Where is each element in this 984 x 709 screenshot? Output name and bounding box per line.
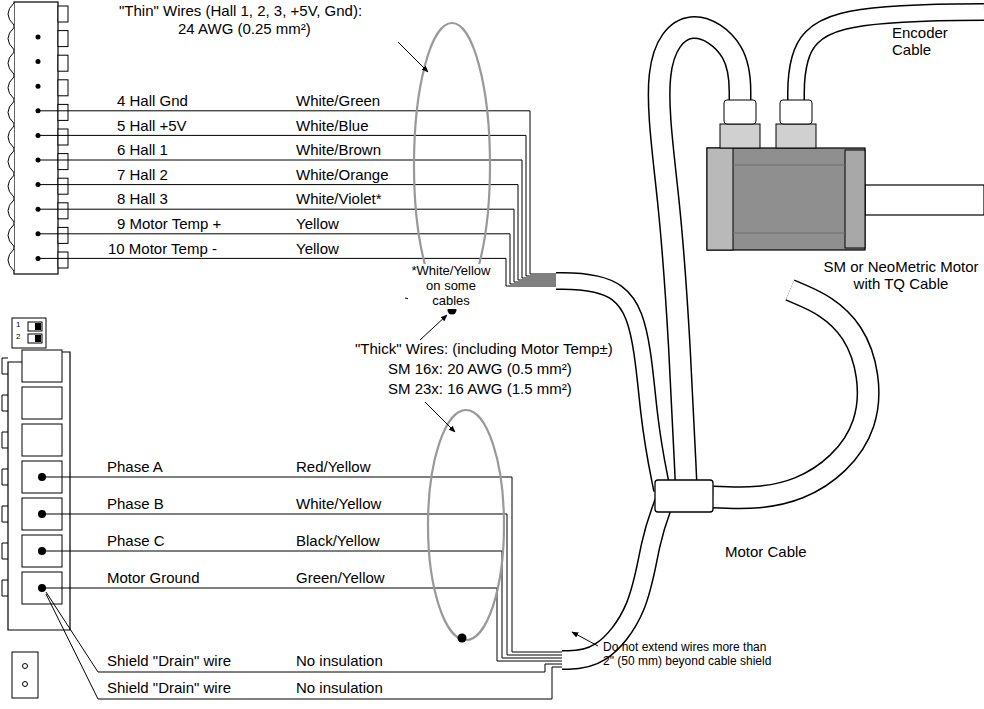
wire-color: White/Orange (296, 166, 389, 183)
pin-name: Phase A (107, 458, 163, 475)
part-name: SM or NeoMetric Motor with TQ Cable (822, 258, 980, 293)
switch-number: 2 (16, 332, 20, 341)
small-connector (12, 652, 38, 698)
callout-note: 24 AWG (0.25 mm²) (178, 20, 311, 37)
wire-color: Black/Yellow (296, 532, 380, 549)
wire-color: Yellow (296, 240, 339, 257)
part-name: Motor Cable (725, 543, 807, 560)
cable-junction (655, 480, 713, 512)
pin-name: 5 Hall +5V (117, 117, 187, 134)
pin-name: Phase B (107, 495, 164, 512)
wire-color: No insulation (296, 652, 383, 669)
wire-color: White/Green (296, 92, 380, 109)
switch-number: 1 (16, 320, 20, 329)
cables (556, 12, 984, 660)
pin-name: Motor Ground (107, 569, 200, 586)
wires (40, 111, 562, 699)
pin-name: 7 Hall 2 (117, 166, 168, 183)
pin-name: 10 Motor Temp - (108, 240, 217, 257)
wire-color: No insulation (296, 679, 383, 696)
pin-name: 6 Hall 1 (117, 141, 168, 158)
callout-note: Do not extend wires more than 2" (50 mm)… (603, 641, 775, 669)
wire-color: White/Blue (296, 117, 369, 134)
callout-note: "Thick" Wires: (including Motor Temp±) (355, 340, 613, 357)
wire-group-ring (428, 410, 504, 640)
terminal-block (14, 2, 58, 274)
callout-dot (458, 634, 467, 643)
motor (707, 100, 984, 250)
wire-color: White/Yellow (296, 495, 381, 512)
leader-line (398, 42, 428, 72)
pin-name: 8 Hall 3 (117, 190, 168, 207)
callout-note: "Thin" Wires (Hall 1, 2, 3, +5V, Gnd): (119, 2, 362, 19)
footnote: *White/Yellow on some cables (408, 264, 494, 309)
pin-name: Phase C (107, 532, 165, 549)
wire-color: Red/Yellow (296, 458, 371, 475)
pin-name: Shield "Drain" wire (107, 652, 231, 669)
pin-name: 4 Hall Gnd (117, 92, 188, 109)
wire-color: Yellow (296, 215, 339, 232)
callout-note: SM 16x: 20 AWG (0.5 mm²) (388, 360, 572, 377)
callout-note: SM 23x: 16 AWG (1.5 mm²) (388, 380, 572, 397)
leader-line (420, 315, 447, 340)
terminal-pins (8, 3, 68, 271)
wire-color: White/Violet* (296, 190, 382, 207)
leader-line (572, 632, 598, 646)
part-name: Encoder Cable (892, 24, 972, 59)
pin-name: 9 Motor Temp + (117, 215, 221, 232)
wire-color: Green/Yellow (296, 569, 385, 586)
pin-name: Shield "Drain" wire (107, 679, 231, 696)
dip-switch (12, 318, 46, 348)
wire-color: White/Brown (296, 141, 381, 158)
leader-line (425, 402, 455, 432)
